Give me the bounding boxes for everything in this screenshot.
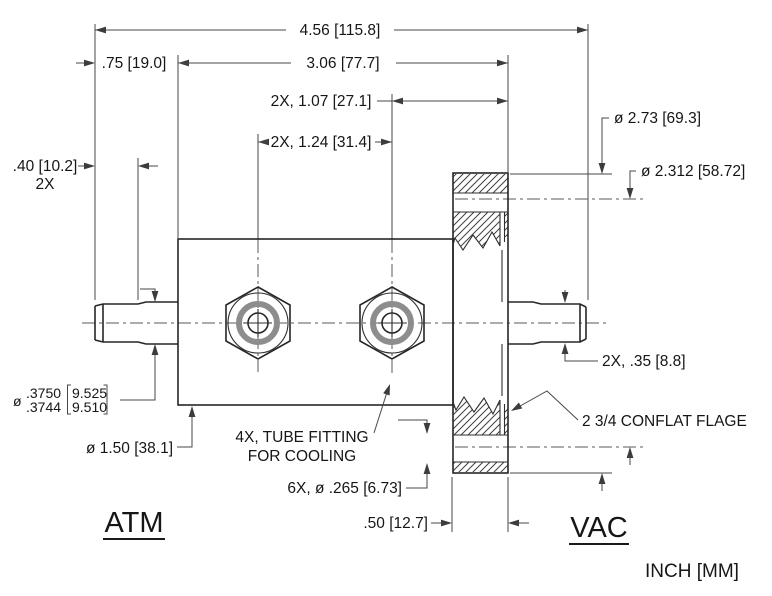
label-vac-side: VAC <box>570 512 627 544</box>
dim-bolt-holes: 6X, ø .265 [6.73] <box>287 480 402 497</box>
conflat-flange <box>452 172 509 474</box>
part-geometry <box>94 172 587 474</box>
dim-tip-length-qty: 2X <box>36 176 56 193</box>
dim-body-span: 3.06 [77.7] <box>306 55 379 72</box>
dimension-lines <box>67 26 636 527</box>
dim-tip-length: .40 [10.2] <box>13 158 78 175</box>
dim-shaft-tip-dia: 2X, .35 [8.8] <box>602 353 686 370</box>
tube-fitting-1 <box>225 286 291 360</box>
dimension-text: 4.56 [115.8] .75 [19.0] 3.06 [77.7] 2X, … <box>13 22 747 532</box>
dim-left-shaft-length: .75 [19.0] <box>102 55 167 72</box>
dim-flange-od: ø 2.73 [69.3] <box>614 110 701 127</box>
tol-inch-upper: .3750 <box>26 385 61 401</box>
hex-nut-2 <box>359 286 425 360</box>
dim-fitting-to-flange: 2X, 1.07 [27.1] <box>271 93 372 110</box>
right-shaft <box>508 301 587 345</box>
tol-mm-lower: 9.510 <box>72 399 107 415</box>
dim-flange-thickness: .50 [12.7] <box>363 515 428 532</box>
dim-overall-length: 4.56 [115.8] <box>300 22 381 39</box>
fitting2-ring <box>370 301 414 345</box>
tol-inch-lower: .3744 <box>26 399 61 415</box>
dim-body-dia: ø 1.50 [38.1] <box>86 440 173 457</box>
tol-mm-upper: 9.525 <box>72 385 107 401</box>
side-labels: ATM VAC INCH [MM] <box>103 507 739 582</box>
fitting1-ring <box>236 301 280 345</box>
extension-lines <box>94 24 612 532</box>
tube-fitting-2 <box>359 286 425 360</box>
label-atm-side: ATM <box>104 507 163 539</box>
break-line-top <box>452 230 501 251</box>
shaft-tolerance-callout: ø .3750 .3744 9.525 9.510 <box>13 385 107 415</box>
dim-bolt-circle: ø 2.312 [58.72] <box>641 163 745 180</box>
note-cooling-line2: FOR COOLING <box>248 448 357 465</box>
tol-dia-symbol: ø <box>13 393 22 409</box>
bracket-left <box>67 384 71 415</box>
bracket-right <box>103 384 108 415</box>
break-line-bottom <box>452 395 501 416</box>
label-units: INCH [MM] <box>645 561 739 582</box>
flange-outline <box>452 172 509 474</box>
hex-nut-1 <box>225 286 291 360</box>
note-conflat-flange: 2 3/4 CONFLAT FLAGE <box>582 413 747 430</box>
left-shaft <box>94 301 178 345</box>
note-cooling-line1: 4X, TUBE FITTING <box>235 429 368 446</box>
dim-fitting-span: 2X, 1.24 [31.4] <box>271 134 372 151</box>
